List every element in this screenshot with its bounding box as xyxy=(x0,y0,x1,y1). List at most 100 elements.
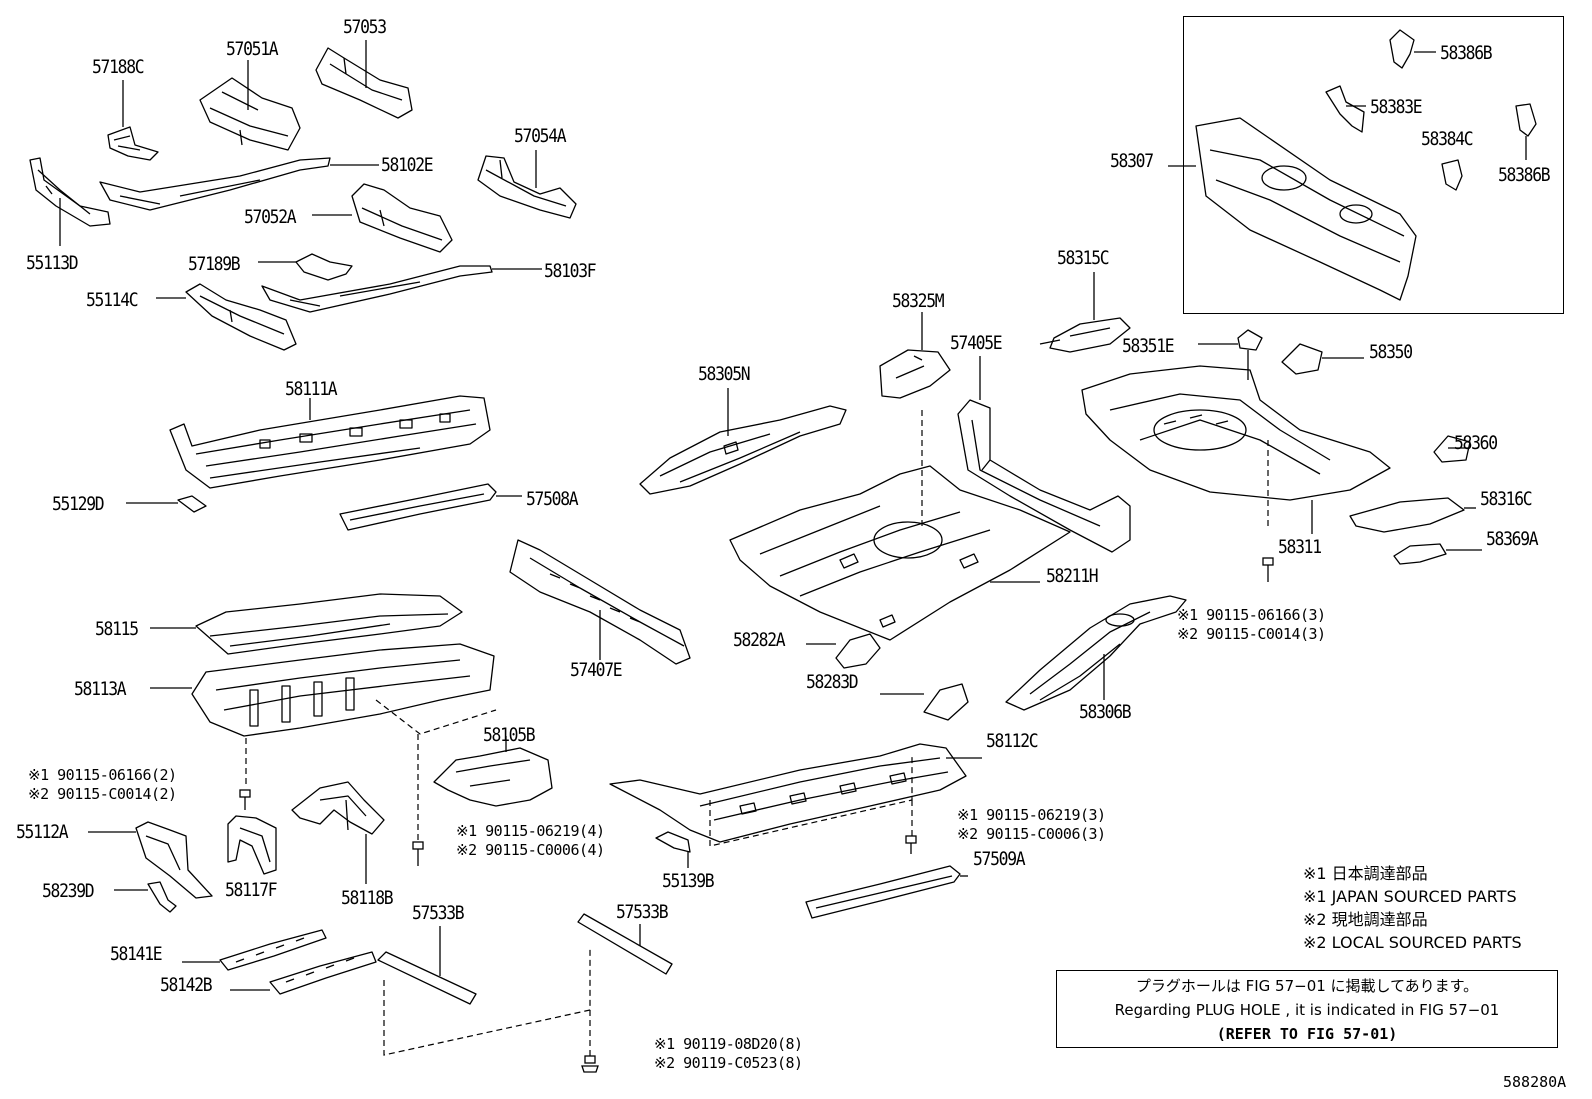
part-label-57533B-L[interactable]: 57533B xyxy=(412,902,465,924)
fastener-line[interactable]: ※1 90115-06219(3) xyxy=(957,806,1106,824)
part-label-57052A[interactable]: 57052A xyxy=(244,206,297,228)
part-label-58325M[interactable]: 58325M xyxy=(892,290,945,312)
part-label-57407E[interactable]: 57407E xyxy=(570,659,623,681)
part-57405E xyxy=(957,356,1131,553)
part-58311 xyxy=(1081,365,1391,534)
part-label-57054A[interactable]: 57054A xyxy=(514,125,567,147)
part-58325M xyxy=(879,312,951,399)
part-label-58305N[interactable]: 58305N xyxy=(698,363,751,385)
dashed-guide-lines xyxy=(245,410,1269,1056)
part-58307 xyxy=(1168,117,1417,301)
part-label-58142B[interactable]: 58142B xyxy=(160,974,213,996)
part-label-58117F[interactable]: 58117F xyxy=(225,879,278,901)
part-57533B-right xyxy=(577,913,673,975)
part-label-58141E[interactable]: 58141E xyxy=(110,943,163,965)
part-55113D xyxy=(29,157,111,246)
bolt-icon xyxy=(581,1055,599,1073)
fastener-f-58311: ※1 90115-06166(3)※2 90115-C0014(3) xyxy=(1177,606,1326,644)
part-58105B xyxy=(433,736,553,807)
part-label-58369A[interactable]: 58369A xyxy=(1486,528,1539,550)
part-58350 xyxy=(1281,343,1364,375)
part-label-55112A[interactable]: 55112A xyxy=(16,821,69,843)
part-label-58103F[interactable]: 58103F xyxy=(544,260,597,282)
part-57188C xyxy=(107,80,159,161)
inset-frame xyxy=(1183,16,1564,314)
part-58117F xyxy=(227,815,277,875)
part-label-58306B[interactable]: 58306B xyxy=(1079,701,1132,723)
fastener-line[interactable]: ※2 90115-C0014(2) xyxy=(28,784,177,803)
part-label-58115[interactable]: 58115 xyxy=(95,618,139,640)
fastener-f-58113A: ※1 90115-06166(2)※2 90115-C0014(2) xyxy=(28,766,177,804)
fastener-line[interactable]: ※1 90115-06219(4) xyxy=(456,822,605,840)
part-58383E xyxy=(1325,85,1366,133)
part-label-58316C[interactable]: 58316C xyxy=(1480,488,1533,510)
part-55139B xyxy=(655,831,691,868)
fastener-line[interactable]: ※2 90115-C0006(3) xyxy=(957,824,1106,843)
part-label-57533B-R[interactable]: 57533B xyxy=(616,901,669,923)
part-58115 xyxy=(150,593,463,655)
part-58239D xyxy=(114,881,177,913)
part-55129D xyxy=(126,495,207,513)
part-label-58283D[interactable]: 58283D xyxy=(806,671,859,693)
part-label-58383E[interactable]: 58383E xyxy=(1370,96,1423,118)
part-label-58307[interactable]: 58307 xyxy=(1110,150,1154,172)
fastener-line[interactable]: ※2 90119-C0523(8) xyxy=(654,1053,803,1072)
fastener-line[interactable]: ※1 90119-08D20(8) xyxy=(654,1035,803,1053)
part-label-58350[interactable]: 58350 xyxy=(1369,341,1413,363)
part-58142B xyxy=(230,951,377,995)
part-label-57053[interactable]: 57053 xyxy=(343,16,387,38)
part-label-55114C[interactable]: 55114C xyxy=(86,289,139,311)
fastener-line[interactable]: ※2 90115-C0006(4) xyxy=(456,840,605,859)
fastener-f-57533B: ※1 90119-08D20(8)※2 90119-C0523(8) xyxy=(654,1035,803,1073)
part-label-58112C[interactable]: 58112C xyxy=(986,730,1039,752)
part-58141E xyxy=(182,929,327,971)
part-label-57051A[interactable]: 57051A xyxy=(226,38,279,60)
fastener-line[interactable]: ※1 90115-06166(2) xyxy=(28,766,177,784)
part-label-58239D[interactable]: 58239D xyxy=(42,880,95,902)
part-label-57508A[interactable]: 57508A xyxy=(526,488,579,510)
part-57051A xyxy=(199,60,301,151)
plug-hole-note: プラグホールは FIG 57−01 に掲載してあります。 Regarding P… xyxy=(1056,970,1558,1048)
part-58305N xyxy=(639,388,847,495)
part-58283D xyxy=(880,683,969,721)
part-58113A xyxy=(150,643,495,737)
part-55112A xyxy=(88,821,213,899)
part-label-58351E[interactable]: 58351E xyxy=(1122,335,1175,357)
fastener-line[interactable]: ※1 90115-06166(3) xyxy=(1177,606,1326,624)
part-label-58386B-B[interactable]: 58386B xyxy=(1498,164,1551,186)
part-label-58282A[interactable]: 58282A xyxy=(733,629,786,651)
legend-line: ※1 JAPAN SOURCED PARTS xyxy=(1303,887,1517,906)
part-label-57188C[interactable]: 57188C xyxy=(92,56,145,78)
part-57052A xyxy=(312,183,453,253)
part-58118B xyxy=(291,781,385,884)
part-57407E xyxy=(509,539,691,665)
fastener-line[interactable]: ※2 90115-C0014(3) xyxy=(1177,624,1326,643)
part-label-58360[interactable]: 58360 xyxy=(1454,432,1498,454)
figure-number: 588280A xyxy=(1503,1073,1567,1091)
part-label-58113A[interactable]: 58113A xyxy=(74,678,127,700)
legend-line: ※2 LOCAL SOURCED PARTS xyxy=(1303,933,1522,952)
part-label-58315C[interactable]: 58315C xyxy=(1057,247,1110,269)
part-label-55129D[interactable]: 55129D xyxy=(52,493,105,515)
part-label-57405E[interactable]: 57405E xyxy=(950,332,1003,354)
part-label-58311[interactable]: 58311 xyxy=(1278,536,1322,558)
part-label-57189B[interactable]: 57189B xyxy=(188,253,241,275)
part-label-58111A[interactable]: 58111A xyxy=(285,378,338,400)
part-57508A xyxy=(339,483,522,531)
part-58351E xyxy=(1198,329,1263,380)
fastener-f-58105B: ※1 90115-06219(4)※2 90115-C0006(4) xyxy=(456,822,605,860)
part-label-58386B-T[interactable]: 58386B xyxy=(1440,42,1493,64)
legend: ※1 日本調達部品 ※1 JAPAN SOURCED PARTS ※2 現地調達… xyxy=(1303,862,1522,954)
part-label-57509A[interactable]: 57509A xyxy=(973,848,1026,870)
part-label-58384C[interactable]: 58384C xyxy=(1421,128,1474,150)
part-label-58105B[interactable]: 58105B xyxy=(483,724,536,746)
part-label-55113D[interactable]: 55113D xyxy=(26,252,79,274)
part-label-58211H[interactable]: 58211H xyxy=(1046,565,1099,587)
part-57054A xyxy=(477,150,577,219)
part-label-58118B[interactable]: 58118B xyxy=(341,887,394,909)
part-label-55139B[interactable]: 55139B xyxy=(662,870,715,892)
part-58211H xyxy=(729,465,1071,641)
part-label-58102E[interactable]: 58102E xyxy=(381,154,434,176)
bolt-icons xyxy=(239,557,1274,1073)
